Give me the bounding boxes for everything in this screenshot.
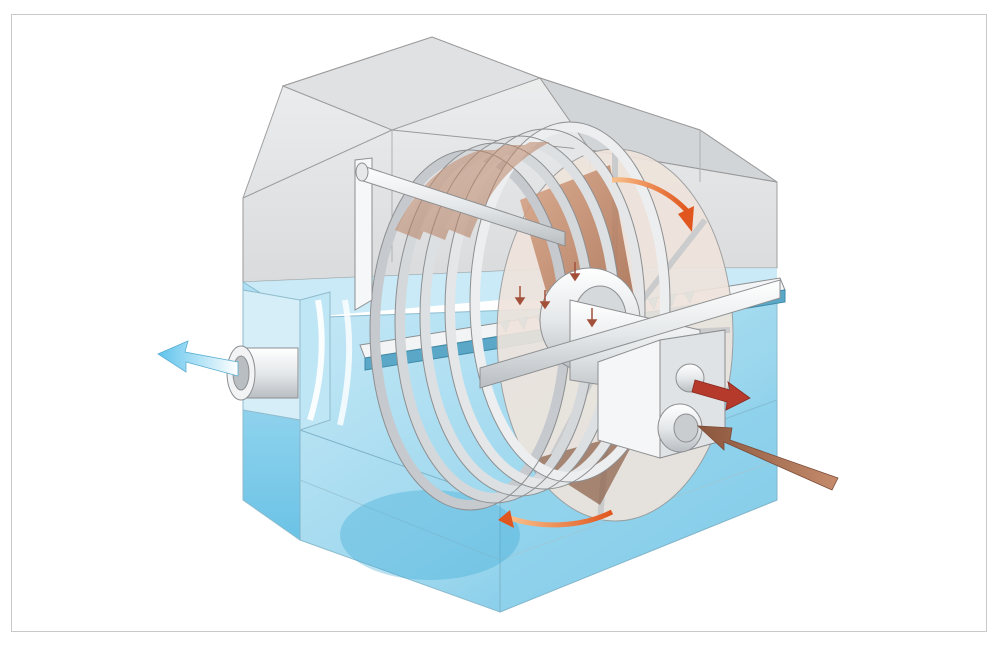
sludge-discharge-arrow-icon [691, 379, 751, 411]
influent-inlet-arrow-icon [696, 425, 839, 491]
front-rail [479, 279, 781, 389]
backwash-header-pipe [354, 157, 566, 311]
backwash-flow-arrows [514, 262, 598, 328]
rotation-arrow-icon [498, 177, 694, 528]
drive-block [597, 329, 726, 459]
filtrate-outlet [226, 345, 299, 401]
filtrate-outlet-arrow-icon [157, 340, 239, 377]
